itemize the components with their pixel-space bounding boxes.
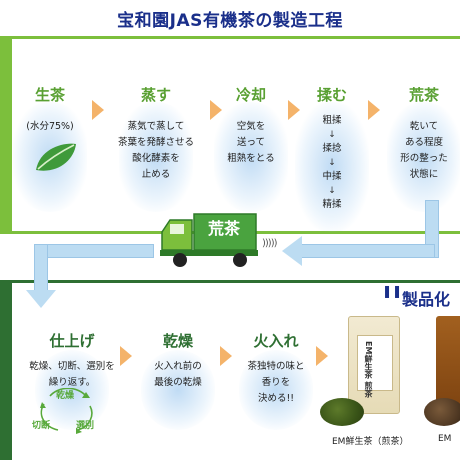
transfer-track: [34, 244, 154, 258]
down-arrow-icon: ↓: [328, 186, 336, 196]
transfer-arrow-icon: [26, 290, 56, 308]
step-firing: 火入れ 茶独特の味と 香りを 決める!!: [234, 330, 318, 430]
step-heading: 生茶: [34, 86, 65, 104]
package-label-text: EM鮮生茶 煎茶: [364, 341, 373, 398]
cycle-label: 切断: [32, 421, 51, 431]
step-highlight: [214, 102, 288, 212]
step-description: 乾燥、切断、選別を 繰り返す。: [29, 361, 115, 388]
flow-arrow-icon: [368, 100, 380, 120]
step-cool: 冷却 空気を 送って 粗熱をとる: [214, 84, 288, 212]
step-description: 茶独特の味と 香りを 決める!!: [247, 361, 305, 404]
step-highlight: [141, 350, 215, 430]
product-caption: EM鮮生茶（煎茶）: [332, 437, 409, 447]
motion-waves: ))))): [262, 238, 277, 249]
step-highlight: [387, 102, 460, 212]
flow-arrow-icon: [120, 346, 132, 366]
step-heading: 仕上げ: [49, 332, 95, 350]
transfer-track: [300, 244, 435, 258]
product-caption: EM: [438, 434, 452, 444]
tea-leaves-image: [424, 398, 460, 426]
transfer-arrow-icon: [282, 236, 302, 266]
product-package: EM鮮生茶 煎茶: [348, 316, 400, 414]
rolling-stage: 中揉: [322, 171, 342, 182]
flow-arrow-icon: [288, 100, 300, 120]
emphasis-mark-icon: ❚❚: [382, 284, 403, 298]
down-arrow-icon: ↓: [328, 158, 336, 168]
step-highlight: [295, 102, 369, 232]
step-raw-tea: 生茶 (水分75%): [13, 84, 87, 212]
step-steam: 蒸す 蒸気で蒸して 茶葉を発酵させる 酸化酵素を 止める: [104, 84, 208, 212]
step-description: (水分75%): [26, 121, 74, 132]
truck-icon: [160, 213, 258, 267]
cycle-arrows-icon: [40, 388, 93, 434]
step-highlight: [239, 350, 313, 430]
step-description: 空気を 送って 粗熱をとる: [227, 121, 275, 164]
step-heading: 荒茶: [408, 86, 439, 104]
page-title: 宝和園JAS有機茶の製造工程: [117, 11, 343, 31]
rolling-stage: 粗揉: [322, 115, 342, 126]
step-drying: 乾燥 火入れ前の 最後の乾燥: [136, 330, 220, 430]
step-crude-tea: 荒茶 乾いて ある程度 形の整った 状態に: [387, 84, 460, 212]
flow-arrow-icon: [210, 100, 222, 120]
step-description: 蒸気で蒸して 茶葉を発酵させる 酸化酵素を 止める: [117, 121, 194, 180]
step-roll: 揉む: [295, 84, 369, 232]
flow-arrow-icon: [316, 346, 328, 366]
cycle-label: 乾燥: [56, 391, 75, 401]
tea-leaves-image: [320, 398, 364, 426]
tea-leaf-icon: [36, 143, 76, 171]
rolling-stage: 精揉: [322, 199, 342, 210]
rolling-stages: 粗揉 ↓ 揉捻 ↓ 中揉 ↓ 精揉: [302, 114, 362, 212]
flow-arrow-icon: [92, 100, 104, 120]
truck-cargo-label: 荒茶: [207, 219, 240, 238]
step-highlight: [119, 102, 193, 212]
step-heading: 火入れ: [253, 332, 299, 350]
step-heading: 乾燥: [162, 332, 193, 350]
step-heading: 揉む: [316, 86, 347, 104]
step-description: 火入れ前の 最後の乾燥: [154, 361, 202, 388]
step-highlight: [35, 350, 109, 430]
transfer-track: [34, 244, 48, 294]
product-package: [436, 316, 460, 414]
rolling-stage: 揉捻: [322, 143, 342, 154]
step-heading: 蒸す: [140, 86, 171, 104]
package-label-panel: [357, 335, 393, 391]
product-section-title: 製品化: [402, 290, 451, 309]
step-description: 乾いて ある程度 形の整った 状態に: [400, 121, 448, 180]
flow-arrow-icon: [220, 346, 232, 366]
cycle-label: 選別: [76, 421, 95, 431]
step-finishing: 仕上げ 乾燥、切断、選別を 繰り返す。: [24, 330, 120, 430]
down-arrow-icon: ↓: [328, 130, 336, 140]
step-heading: 冷却: [235, 86, 266, 104]
